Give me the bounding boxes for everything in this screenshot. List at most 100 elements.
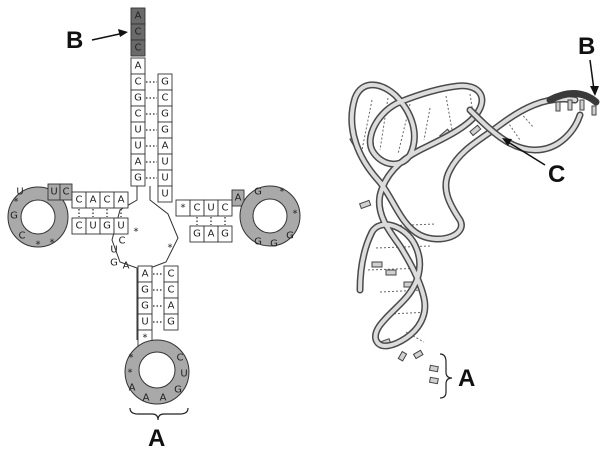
acceptor-stem-base: A [135, 61, 142, 72]
d-stem-base: A [90, 195, 97, 206]
modified-base-star: * [14, 197, 19, 208]
anticodon-stem-base: C [168, 285, 175, 296]
anticodon-loop-base: A [143, 393, 150, 404]
anticodon-loop: * * A A A G U C [125, 340, 189, 404]
modified-base-star: * [50, 238, 55, 249]
acceptor-stem-base: G [161, 125, 169, 136]
acceptor-stem-right: G C G G A U U U [158, 74, 172, 202]
t-stem-base: C [194, 203, 201, 214]
anticodon-stem-right: C C A G [164, 266, 178, 330]
modified-base-star: * [293, 209, 298, 220]
label-a-right: A [458, 365, 475, 392]
ribbon-cca-tab [568, 100, 572, 110]
t-loop: G * * G G G [240, 186, 300, 250]
variable-base: G [110, 258, 118, 269]
anticodon-loop-base: U [180, 369, 187, 380]
acceptor-stem-base: C [135, 109, 142, 120]
ribbon-cca-tab [592, 106, 596, 115]
t-stem-bottom: G A G [190, 226, 232, 242]
acceptor-tail-base: A [135, 11, 142, 22]
t-loop-base: G [270, 239, 278, 250]
variable-base: C [119, 236, 126, 247]
d-stem-base: C [104, 195, 111, 206]
anticodon-loop-base: A [160, 393, 167, 404]
t-stem-base: C [222, 203, 229, 214]
t-loop-base: G [254, 237, 262, 248]
modified-base-star: * [134, 227, 139, 238]
acceptor-stem-base: C [135, 77, 142, 88]
anticodon-stem-base: C [168, 269, 175, 280]
d-stem-base: G [103, 221, 111, 232]
acceptor-stem-base: G [134, 93, 142, 104]
acceptor-stem-base: A [135, 157, 142, 168]
modified-base-star: * [128, 368, 133, 379]
t-stem-base: U [207, 203, 214, 214]
d-arm-base: C [63, 187, 70, 198]
anticodon-brace-right [440, 354, 452, 398]
anticodon-stem-base: G [141, 285, 149, 296]
arrow-b-right [590, 60, 594, 90]
ribbon-3d-structure: B C A [350, 33, 599, 398]
acceptor-stem-left: A C G C U U A G [131, 58, 145, 186]
variable-base: U [110, 245, 117, 256]
acceptor-tail: A C C [131, 8, 145, 56]
anticodon-stem-left: A G G U * [138, 266, 152, 346]
modified-base-star: * [36, 240, 41, 251]
anticodon-loop-base: A [129, 383, 136, 394]
modified-base-star: * [280, 187, 285, 198]
d-stem-top: C A C A [72, 192, 128, 208]
acceptor-stem-base: A [162, 141, 169, 152]
t-loop-base: G [286, 231, 294, 242]
anticodon-stem-base: G [167, 317, 175, 328]
d-stem-bottom: C U G U [72, 218, 128, 234]
anticodon-brace [130, 408, 188, 420]
acceptor-stem-base: U [134, 125, 141, 136]
arrow-c-right [508, 142, 545, 165]
acceptor-tail-base: C [135, 27, 142, 38]
cloverleaf-structure: U G C * * * U C C A C A C U G U [8, 8, 300, 452]
t-stem-base: A [208, 229, 215, 240]
acceptor-stem-base: G [161, 109, 169, 120]
label-c-right: C [548, 161, 565, 188]
label-b-left: B [66, 27, 83, 54]
arrow-b-left-head [118, 29, 128, 37]
t-stem-base: G [221, 229, 229, 240]
d-stem-base: U [89, 221, 96, 232]
acceptor-stem-base: U [161, 157, 168, 168]
d-arm-base: U [50, 187, 57, 198]
t-stem-base: A [235, 193, 242, 204]
acceptor-stem-base: U [161, 189, 168, 200]
arrow-b-right-head [590, 86, 599, 96]
arrow-b-left [92, 33, 124, 40]
acceptor-tail-base: C [135, 43, 142, 54]
d-stem-base: C [76, 195, 83, 206]
d-stem-base: U [117, 221, 124, 232]
label-b-right: B [578, 33, 595, 60]
modified-base-star: * [129, 353, 134, 364]
t-stem-top: * C U C A [176, 190, 244, 216]
acceptor-stem-base: C [162, 93, 169, 104]
label-a-left: A [148, 425, 165, 452]
acceptor-stem-base: G [161, 77, 169, 88]
ribbon-cca-tab [556, 102, 560, 111]
d-stem-base: A [118, 195, 125, 206]
d-loop-base: G [10, 211, 18, 222]
anticodon-stem-base: A [168, 301, 175, 312]
acceptor-stem-base: G [134, 173, 142, 184]
modified-base-star: * [168, 243, 173, 254]
anticodon-loop-base: C [177, 353, 184, 364]
ribbon-strand-outline [470, 110, 580, 150]
anticodon-stem-base: G [141, 301, 149, 312]
acceptor-stem-base: U [134, 141, 141, 152]
d-loop-base: C [19, 231, 26, 242]
d-stem-base: C [76, 221, 83, 232]
t-loop-base: G [254, 187, 262, 198]
t-stem-base: G [193, 229, 201, 240]
anticodon-stem-base: A [142, 269, 149, 280]
anticodon-loop-base: G [174, 385, 182, 396]
acceptor-stem-base: U [161, 173, 168, 184]
t-stem-base: * [181, 203, 186, 214]
anticodon-stem-base: U [141, 317, 148, 328]
variable-base: A [123, 261, 130, 272]
